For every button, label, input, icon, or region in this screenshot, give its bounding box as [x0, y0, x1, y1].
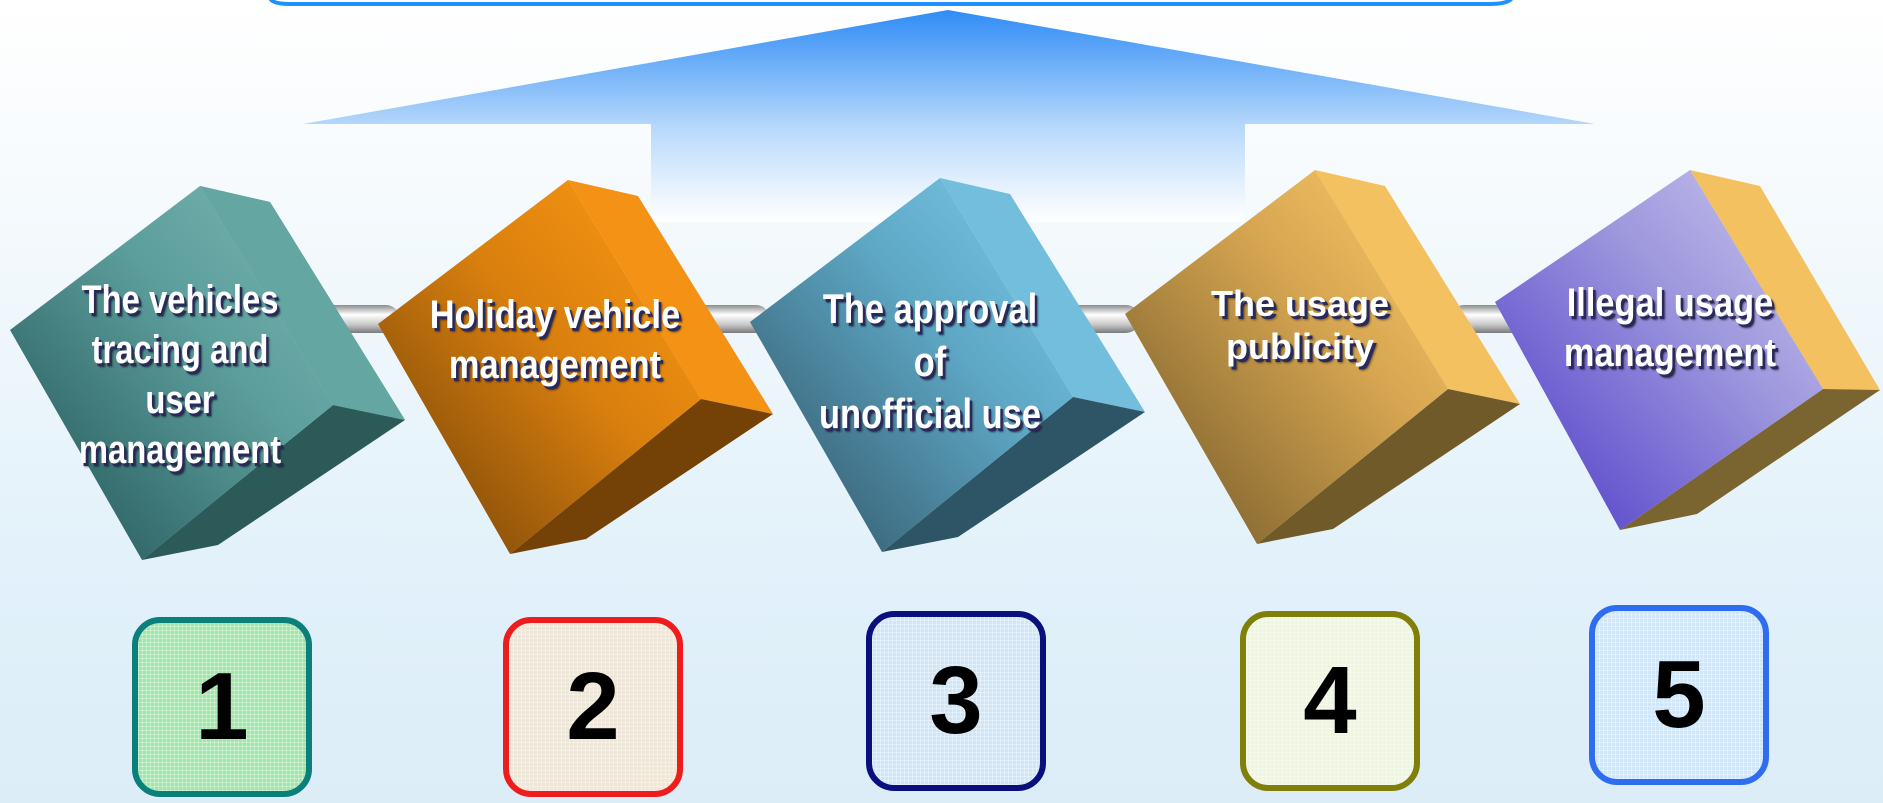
- top-banner-edge: [268, 0, 1513, 6]
- cube-1-front-face: [10, 186, 333, 560]
- step-2-number-badge: 2: [503, 617, 683, 797]
- cube-4: [1125, 170, 1520, 544]
- cube-3: [750, 178, 1145, 552]
- cube-4-side-face: [1315, 170, 1520, 404]
- cube-5: [1495, 170, 1880, 530]
- cube-1-side-face: [200, 186, 405, 420]
- cube-3-bottom-face: [882, 397, 1145, 552]
- cube-2-side-face: [568, 180, 773, 414]
- cube-5-bottom-face: [1620, 389, 1880, 530]
- upward-arrow: [303, 10, 1595, 222]
- cube-1: [10, 186, 405, 560]
- step-1-number-badge: 1: [132, 617, 312, 797]
- step-3-number-badge: 3: [866, 611, 1046, 791]
- step-5-number-badge: 5: [1589, 605, 1769, 785]
- cube-2-front-face: [378, 180, 701, 554]
- cube-2: [378, 180, 773, 554]
- cube-1-right-face: [142, 405, 405, 560]
- step-4-number-badge: 4: [1240, 611, 1420, 791]
- cube-3-front-face: [750, 178, 1073, 552]
- cube-4-bottom-face: [1257, 389, 1520, 544]
- cube-5-side-face: [1690, 170, 1880, 390]
- cube-3-side-face: [940, 178, 1145, 412]
- cube-4-front-face: [1125, 170, 1448, 544]
- cube-5-front-face: [1495, 170, 1823, 530]
- cube-2-bottom-face: [510, 399, 773, 554]
